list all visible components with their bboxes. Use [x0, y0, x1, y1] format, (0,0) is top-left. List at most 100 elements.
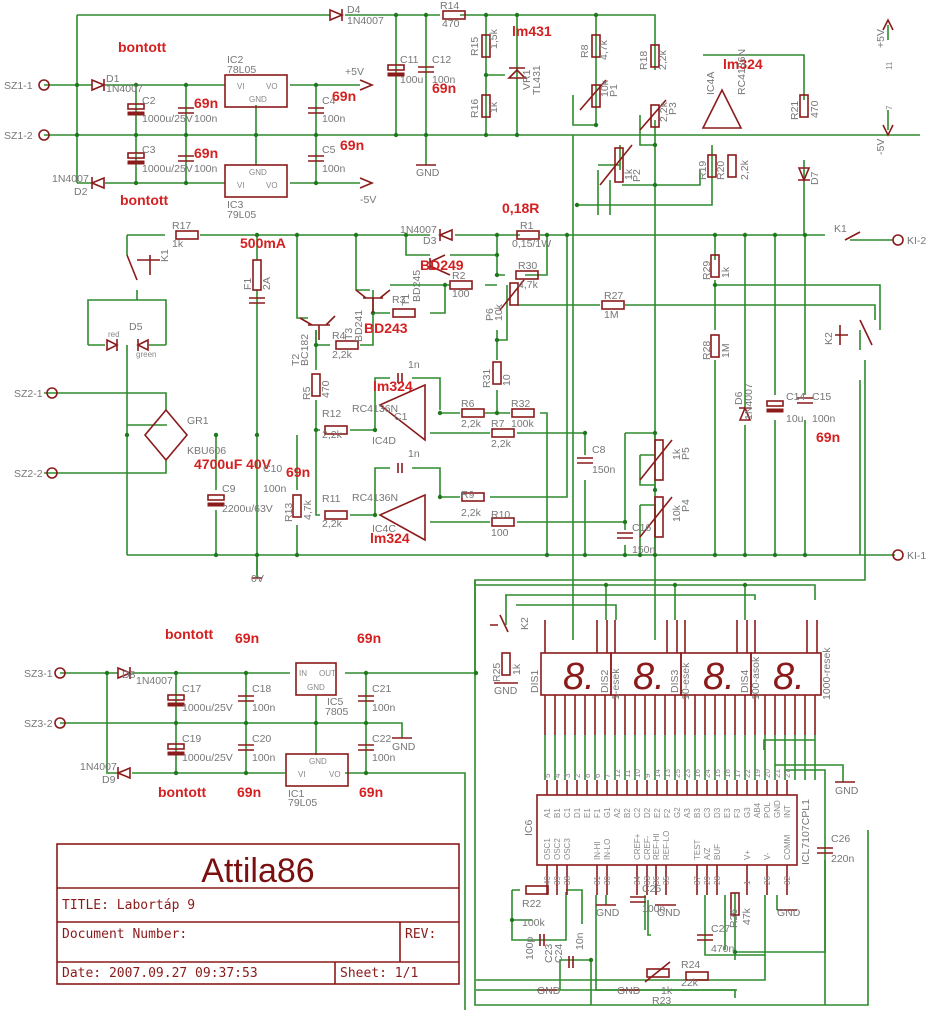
annotation-bd249: BD249	[420, 257, 464, 273]
component-value: 1n	[408, 448, 420, 460]
display-digit-label: 100-asok	[750, 656, 762, 700]
junction-dot	[712, 552, 718, 558]
component-value: 100n	[194, 113, 218, 125]
connector-label: SZ1-2	[4, 130, 33, 142]
component-value: RC4136N	[352, 492, 398, 504]
junction-dot	[423, 12, 429, 18]
annotation-4700uf: 4700uF 40V	[194, 456, 272, 472]
component-value: 1k	[671, 448, 683, 460]
pin-number: 36	[652, 876, 661, 885]
junction-dot	[372, 427, 378, 433]
junction-dot	[672, 582, 678, 588]
component-ref: C16	[632, 522, 651, 534]
pin-name: VI	[237, 181, 245, 190]
opamp-ic4d	[378, 383, 426, 442]
connector-sz3-2[interactable]	[54, 717, 66, 729]
junction-dot	[802, 232, 808, 238]
supply-label: -5V	[875, 139, 887, 155]
junction-dot	[183, 180, 189, 186]
component-ref: T2	[290, 354, 302, 366]
pin-number: 32	[783, 876, 792, 885]
ic2-regulator	[224, 74, 288, 108]
junction-dot	[393, 132, 399, 138]
component-value: 2A	[261, 277, 273, 290]
junction-dot	[637, 552, 643, 558]
junction-dot	[313, 427, 319, 433]
connector-sz1-2[interactable]	[38, 129, 50, 141]
component-value: 1k	[661, 985, 673, 997]
component-value: 470	[320, 380, 332, 398]
pin-name: G1	[603, 807, 612, 818]
connector-sz2-1[interactable]	[46, 387, 58, 399]
component-value: green	[136, 350, 156, 359]
component-ref: R30	[518, 260, 537, 272]
component-ref: D2	[74, 186, 88, 198]
pin-number: 15	[713, 769, 722, 778]
annotation-lm431: lm431	[512, 23, 552, 39]
annotation-lm324: lm324	[373, 378, 413, 394]
component-value: 1k	[720, 266, 732, 278]
component-value: 100n	[812, 413, 836, 425]
component-ref: C21	[372, 683, 391, 695]
opamp-ic4a	[701, 88, 743, 129]
component-ref: R22	[522, 898, 541, 910]
component-value: 4,7k	[598, 39, 610, 60]
connector-sz3-1[interactable]	[54, 667, 66, 679]
pin-name: VI	[298, 770, 306, 779]
component-value: 10	[501, 374, 513, 386]
zener-reference-icon	[507, 67, 527, 79]
junction-dot	[243, 670, 249, 676]
connector-sz2-2[interactable]	[46, 467, 58, 479]
pin-name: VO	[266, 82, 278, 91]
component-ref: P6	[484, 308, 496, 321]
junction-dot	[124, 432, 130, 438]
document-number-field: Document Number:	[62, 927, 187, 942]
pin-number: 8	[583, 773, 592, 778]
component-ref: R27	[604, 290, 623, 302]
gnd-label: GND	[657, 907, 681, 919]
component-value: 79L05	[227, 209, 256, 221]
connector-ki-1[interactable]	[892, 549, 904, 561]
pin-number: 4	[553, 773, 562, 778]
junction-dot	[582, 552, 588, 558]
component-value: 100u	[400, 74, 424, 86]
connector-label: KI-2	[907, 235, 926, 247]
component-ref: P5	[680, 447, 692, 460]
pin-name: G2	[673, 807, 682, 818]
pin-name: D1	[573, 807, 582, 818]
pin-number: 7	[603, 773, 612, 778]
junction-dot	[313, 132, 319, 138]
component-ref: R5	[301, 386, 313, 400]
junction-dot	[544, 232, 550, 238]
connector-ki-2[interactable]	[892, 234, 904, 246]
junction-dot	[254, 432, 260, 438]
annotation-lm324: lm324	[370, 530, 410, 546]
component-value: 10u	[786, 413, 804, 425]
pin-number: 38	[563, 876, 572, 885]
component-value: 1N4007	[400, 224, 437, 236]
pin-number: 6	[593, 773, 602, 778]
pin-number: 33	[643, 876, 652, 885]
pin-name: E3	[723, 808, 732, 818]
annotation-bontott: bontott	[165, 626, 214, 642]
pin-number: 10	[633, 769, 642, 778]
component-ref: R1	[520, 220, 534, 232]
component-ref: F1	[242, 278, 254, 290]
pin-name: GND	[773, 800, 782, 818]
pin-name: IN-LO	[603, 839, 612, 860]
pin-number: 30	[603, 876, 612, 885]
icl7107-labels: 5A14B13C12D18E16F17G112A211B210C29D214E2…	[543, 769, 792, 885]
component-ref: GR1	[187, 415, 209, 427]
rev-field: REV:	[405, 927, 436, 942]
junction-dot	[564, 232, 570, 238]
component-value: BD241	[353, 310, 365, 342]
junction-dot	[133, 180, 139, 186]
pin-name: A2	[613, 808, 622, 818]
transistor-icon	[299, 254, 451, 340]
connector-label: SZ2-2	[14, 468, 43, 480]
junction-dot	[363, 770, 369, 776]
connector-sz1-1[interactable]	[38, 79, 50, 91]
component-value: 1000u/25V	[182, 752, 233, 764]
gnd-label: GND	[392, 741, 416, 753]
